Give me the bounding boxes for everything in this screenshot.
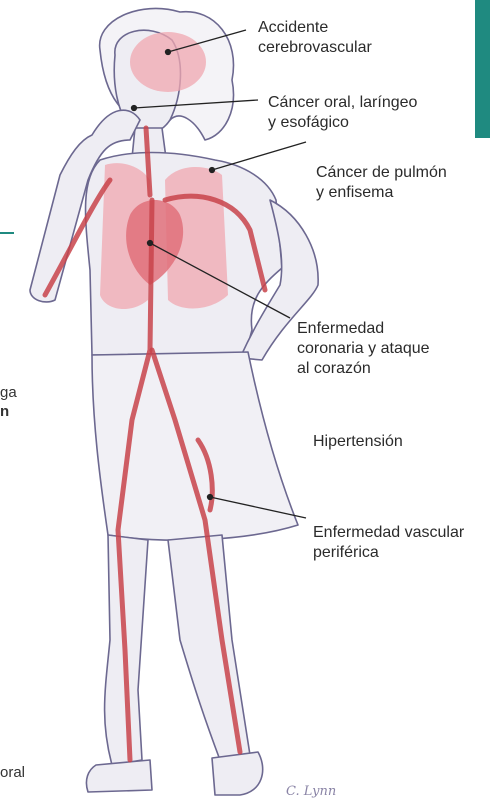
skirt <box>92 352 298 540</box>
label-line: y esofágico <box>268 113 417 133</box>
brain <box>130 32 206 92</box>
left-shoe <box>86 760 152 792</box>
label-line: Cáncer oral, laríngeo <box>268 93 417 113</box>
label-peripheral: Enfermedad vascular periférica <box>313 523 464 563</box>
cropped-text-fragment: ga <box>0 383 17 402</box>
label-hypertension: Hipertensión <box>313 432 403 452</box>
leader-lung <box>212 142 306 170</box>
cropped-text-fragment: n <box>0 402 9 421</box>
label-lung-cancer: Cáncer de pulmón y enfisema <box>316 163 447 203</box>
label-line: al corazón <box>297 359 430 379</box>
label-line: Hipertensión <box>313 432 403 452</box>
label-line: periférica <box>313 543 464 563</box>
label-stroke: Accidente cerebrovascular <box>258 18 372 58</box>
label-line: cerebrovascular <box>258 38 372 58</box>
cropped-text-fragment: oral <box>0 763 25 782</box>
label-line: y enfisema <box>316 183 447 203</box>
artist-signature: C. Lynn <box>286 784 336 799</box>
label-line: Cáncer de pulmón <box>316 163 447 183</box>
label-line: Enfermedad vascular <box>313 523 464 543</box>
label-oral-cancer: Cáncer oral, laríngeo y esofágico <box>268 93 417 133</box>
label-line: Enfermedad <box>297 319 430 339</box>
right-shoe <box>212 752 263 795</box>
label-line: Accidente <box>258 18 372 38</box>
label-coronary: Enfermedad coronaria y ataque al corazón <box>297 319 430 379</box>
label-line: coronaria y ataque <box>297 339 430 359</box>
